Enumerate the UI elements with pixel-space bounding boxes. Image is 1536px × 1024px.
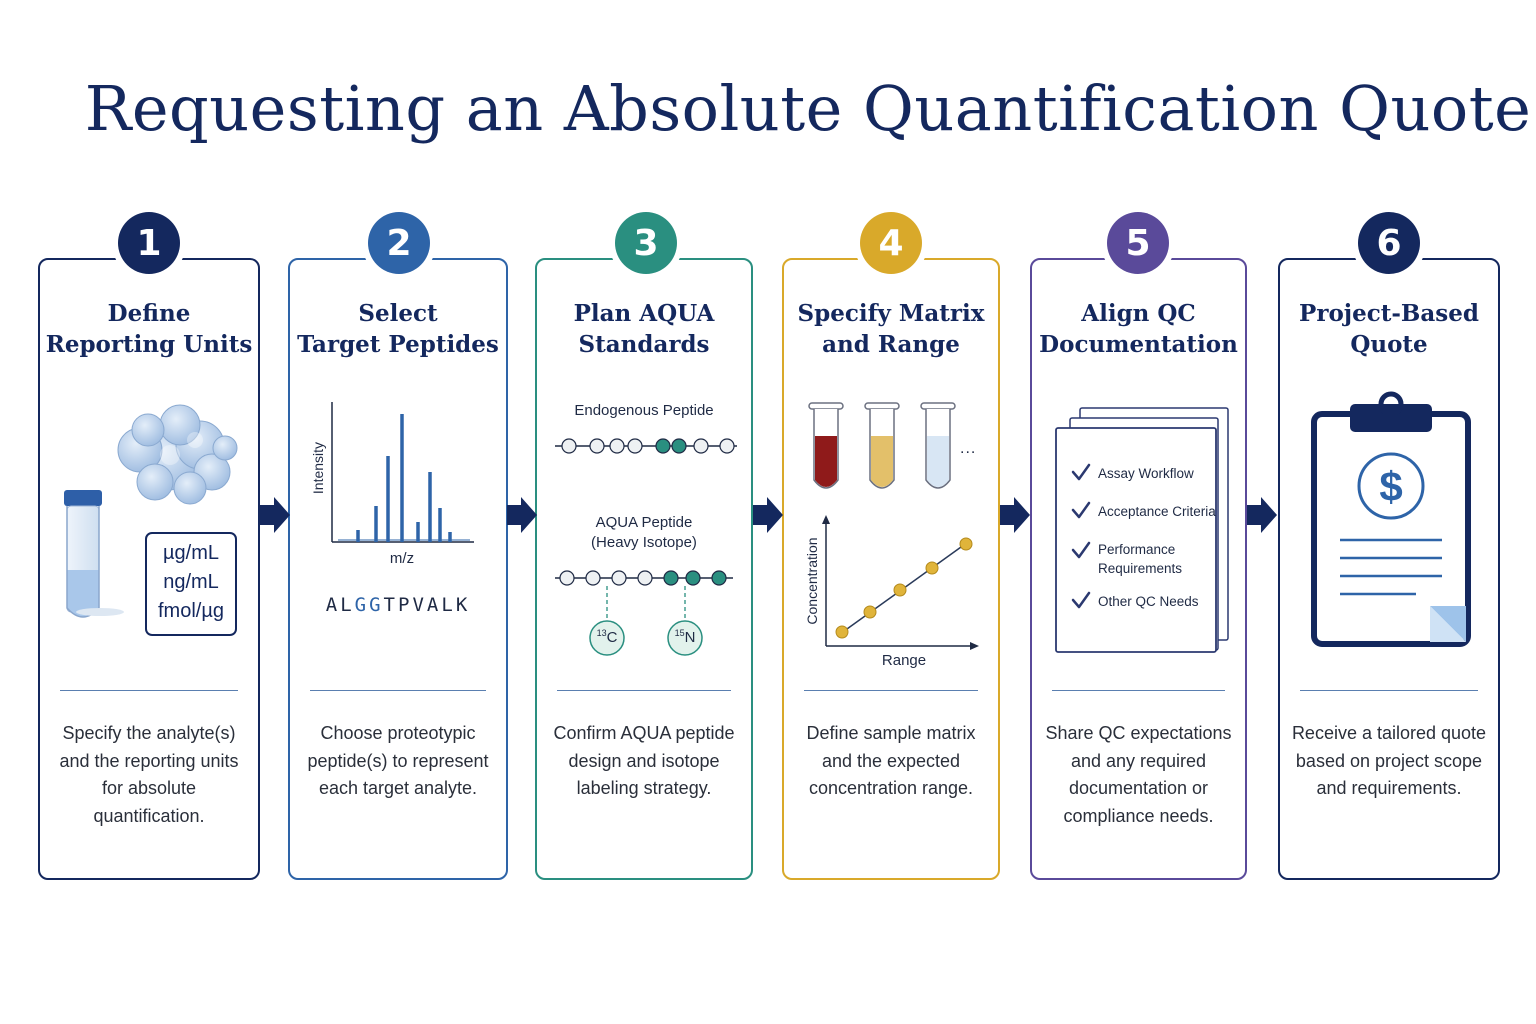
step-5-badge: 5 (1107, 212, 1169, 274)
arrow-right-icon (753, 497, 783, 533)
sample-tube-icon (64, 490, 124, 618)
step-3-divider (557, 690, 731, 691)
range-axis-label: Range (881, 652, 927, 669)
step-1-description: Specify the analyte(s) and the reporting… (59, 723, 239, 826)
peptide-sequence: ALGGTPVALK (290, 594, 506, 616)
checkmark-icon (1071, 591, 1091, 609)
step-4-divider (804, 690, 978, 691)
page-title: Requesting an Absolute Quantification Qu… (84, 72, 1532, 145)
checkmark-icon (1071, 463, 1091, 481)
step-4-card: Specify Matrix and Range (782, 258, 1000, 880)
step-1-visual (64, 404, 238, 636)
step-5-card: Align QC Documentation Assay Workflow Ac… (1030, 258, 1247, 880)
step-1-title: Define Reporting Units (45, 300, 253, 358)
isotope-n-label: 15N (668, 628, 702, 646)
concentration-axis-label: Concentration (804, 537, 820, 625)
isotope-c-mass: 13 (596, 628, 607, 638)
sequence-residue: K (455, 594, 471, 616)
step-2-description: Choose proteotypic peptide(s) to represe… (307, 723, 489, 798)
checklist-item-4: Other QC Needs (1098, 594, 1199, 609)
isotope-c-label: 13C (590, 628, 624, 646)
step-1-badge: 1 (118, 212, 180, 274)
unit-1: µg/mL (163, 542, 219, 564)
step-1-card: Define Reporting Units (38, 258, 260, 880)
step-6-title: Project-Based Quote (1299, 300, 1479, 358)
step-6-card: Project-Based Quote $ Receive a tailored… (1278, 258, 1500, 880)
arrow-right-icon (507, 497, 537, 533)
step-3-title: Plan AQUA Standards (573, 300, 715, 358)
arrow-right-icon (1000, 497, 1030, 533)
aqua-peptide-sublabel: (Heavy Isotope) (591, 534, 697, 551)
sequence-residue: A (325, 594, 341, 616)
checklist-item-3: Performance Requirements (1098, 542, 1183, 576)
protein-structure-icon (117, 404, 238, 505)
clipboard-icon (1311, 391, 1471, 647)
step-6-description: Receive a tailored quote based on projec… (1291, 723, 1487, 798)
sequence-residue: G (354, 594, 370, 616)
document-stack-icon (1055, 407, 1229, 653)
checkmark-icon (1071, 541, 1091, 559)
intensity-axis-label: Intensity (310, 441, 326, 495)
units-box (145, 532, 237, 636)
dollar-icon (1357, 452, 1425, 520)
arrow-right-icon (260, 497, 290, 533)
checkmark-icon (1071, 501, 1091, 519)
calibration-curve-icon (822, 515, 979, 650)
step-1-divider (60, 690, 238, 691)
step-6-divider (1300, 690, 1478, 691)
arrow-right-icon (1247, 497, 1277, 533)
blood-tube-icon (808, 402, 844, 489)
checklist-item-1: Assay Workflow (1098, 466, 1194, 481)
isotope-c-element: C (606, 629, 618, 646)
sequence-residue: L (340, 594, 355, 616)
step-2-badge: 2 (368, 212, 430, 274)
mz-axis-label: m/z (389, 550, 415, 567)
sequence-residue: L (441, 594, 456, 616)
isotope-icon (589, 620, 625, 656)
plasma-tube-icon (864, 402, 900, 489)
sequence-residue: V (412, 594, 427, 616)
step-5-description: Share QC expectations and any required d… (1045, 723, 1232, 826)
step-6-badge: 6 (1358, 212, 1420, 274)
isotope-icon (667, 620, 703, 656)
step-4-title: Specify Matrix and Range (797, 300, 985, 358)
clear-tube-icon (920, 402, 956, 489)
step-2-card: Select Target Peptides Intensity m/z ALG… (288, 258, 508, 880)
isotope-n-element: N (684, 629, 696, 646)
more-samples-ellipsis: ... (960, 440, 977, 457)
sequence-residue: T (383, 594, 398, 616)
unit-3: fmol/µg (158, 600, 224, 622)
sequence-residue: A (426, 594, 442, 616)
peptide-chain-icon (555, 438, 737, 656)
step-3-description: Confirm AQUA peptide design and isotope … (553, 723, 735, 798)
step-2-title: Select Target Peptides (297, 300, 499, 358)
aqua-peptide-label: AQUA Peptide (595, 514, 693, 531)
step-4-description: Define sample matrix and the expected co… (806, 723, 976, 798)
step-4-badge: 4 (860, 212, 922, 274)
sequence-residue: P (398, 594, 413, 616)
mass-spectrum-icon (331, 402, 474, 543)
unit-2: ng/mL (163, 571, 219, 593)
step-5-title: Align QC Documentation (1039, 300, 1238, 358)
sequence-residue: G (369, 594, 384, 616)
endogenous-peptide-label: Endogenous Peptide (574, 402, 714, 419)
step-3-card: Plan AQUA Standards Endogenous Peptide A… (535, 258, 753, 880)
isotope-n-mass: 15 (674, 628, 685, 638)
step-2-divider (310, 690, 486, 691)
step-3-badge: 3 (615, 212, 677, 274)
checklist-item-2: Acceptance Criteria (1098, 504, 1216, 519)
dollar-symbol: $ (1379, 463, 1403, 510)
step-5-divider (1052, 690, 1225, 691)
